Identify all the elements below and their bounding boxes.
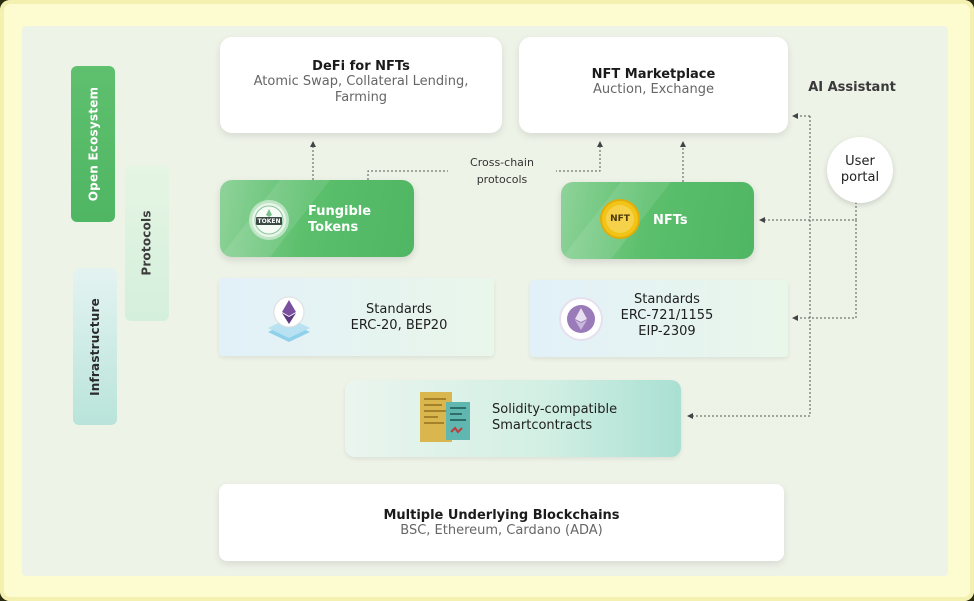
smart-contract-icon xyxy=(420,392,470,442)
standards-nft-line1: Standards xyxy=(634,292,700,307)
standards-fungible-line1: Standards xyxy=(366,302,432,317)
nfts-card: NFT NFTs xyxy=(561,182,754,259)
smartcontracts-card: Solidity-compatible Smartcontracts xyxy=(345,380,681,457)
cross-chain-label: Cross-chain protocols xyxy=(448,154,556,188)
defi-card: DeFi for NFTs Atomic Swap, Collateral Le… xyxy=(220,37,502,133)
user-portal-line1: User xyxy=(845,154,875,169)
standards-nft-text: Standards ERC-721/1155 EIP-2309 xyxy=(602,292,732,340)
standards-nft-card: Standards ERC-721/1155 EIP-2309 xyxy=(530,280,788,357)
ethereum-icon xyxy=(268,296,310,342)
standards-fungible-line2: ERC-20, BEP20 xyxy=(350,318,448,333)
ethereum-nft-icon xyxy=(561,299,601,339)
marketplace-title: NFT Marketplace xyxy=(591,67,716,82)
ai-assistant-label: AI Assistant xyxy=(808,80,896,95)
defi-title: DeFi for NFTs xyxy=(312,59,410,74)
protocols-text: Protocols xyxy=(140,210,155,276)
token-icon: TOKEN xyxy=(252,203,286,237)
open-ecosystem-label: Open Ecosystem xyxy=(71,66,115,222)
open-ecosystem-text: Open Ecosystem xyxy=(86,86,100,202)
nfts-label: NFTs xyxy=(653,213,688,228)
token-icon-text: TOKEN xyxy=(257,218,281,225)
protocols-label: Protocols xyxy=(125,165,169,321)
blockchains-card: Multiple Underlying Blockchains BSC, Eth… xyxy=(219,484,784,561)
fungible-label: Fungible Tokens xyxy=(308,204,371,236)
standards-nft-line2: ERC-721/1155 xyxy=(620,308,714,323)
infrastructure-text: Infrastructure xyxy=(88,297,102,396)
smartcontracts-line2: Smartcontracts xyxy=(492,418,593,433)
blockchains-subtitle: BSC, Ethereum, Cardano (ADA) xyxy=(400,523,603,538)
smartcontracts-line1: Solidity-compatible xyxy=(492,402,618,417)
infrastructure-label: Infrastructure xyxy=(73,268,117,425)
blockchains-title: Multiple Underlying Blockchains xyxy=(383,508,620,523)
cross-chain-line2: protocols xyxy=(476,173,528,186)
user-portal-line2: portal xyxy=(840,170,880,185)
defi-subtitle-line2: Farming xyxy=(334,90,388,105)
defi-subtitle-line1: Atomic Swap, Collateral Lending, xyxy=(253,74,469,89)
cross-chain-line1: Cross-chain xyxy=(470,156,534,169)
marketplace-subtitle: Auction, Exchange xyxy=(593,82,714,97)
marketplace-card: NFT Marketplace Auction, Exchange xyxy=(519,37,788,133)
nft-coin-icon: NFT xyxy=(602,201,638,237)
fungible-line1: Fungible xyxy=(308,204,372,219)
standards-fungible-card: Standards ERC-20, BEP20 xyxy=(219,278,494,356)
fungible-line2: Tokens xyxy=(308,220,359,235)
fungible-tokens-card: TOKEN Fungible Tokens xyxy=(220,180,414,257)
nft-coin-text: NFT xyxy=(606,205,634,233)
smartcontracts-text: Solidity-compatible Smartcontracts xyxy=(492,402,672,434)
user-portal-node: User portal xyxy=(827,137,893,203)
standards-fungible-text: Standards ERC-20, BEP20 xyxy=(329,302,469,334)
standards-nft-line3: EIP-2309 xyxy=(638,324,696,339)
